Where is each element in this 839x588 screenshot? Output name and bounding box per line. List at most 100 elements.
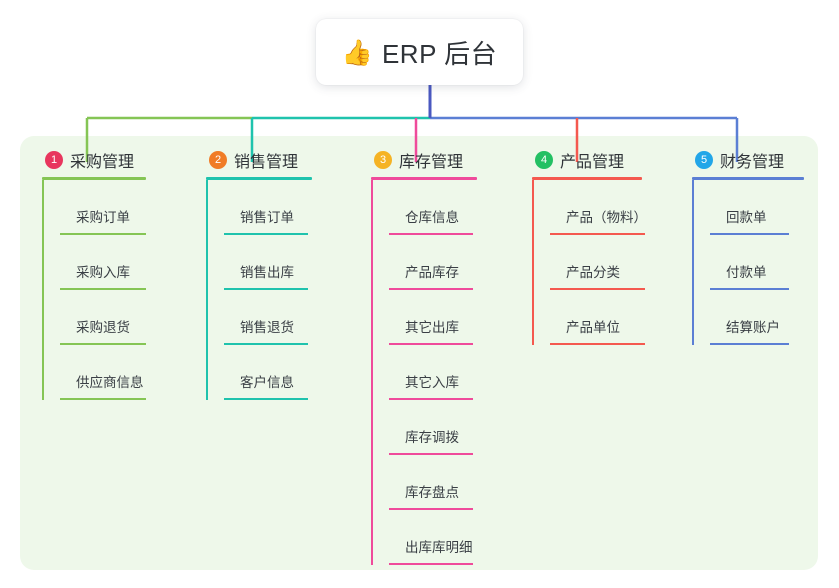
branch-item[interactable]: 销售退货 [224, 290, 312, 345]
branch-header-rule [42, 177, 146, 180]
branch-badge-2: 2 [209, 151, 227, 169]
branch-column-4: 4 产品管理产品（物料） 产品分类产品单位 [532, 148, 647, 345]
branch-item[interactable]: 产品库存 [389, 235, 477, 290]
branch-spine [532, 180, 534, 345]
branch-title: 财务管理 [720, 154, 785, 171]
branch-item-label: 销售出库 [240, 265, 294, 280]
branch-header-rule [532, 177, 642, 180]
branch-item[interactable]: 结算账户 [710, 290, 804, 345]
branch-item-label: 其它出库 [405, 320, 459, 335]
branch-badge-4: 4 [535, 151, 553, 169]
branch-item-label: 出库库明细 [405, 540, 473, 555]
branch-item[interactable]: 销售出库 [224, 235, 312, 290]
branch-column-5: 5 财务管理回款单付款单结算账户 [692, 148, 804, 345]
branch-header-rule [206, 177, 312, 180]
branch-item[interactable]: 销售订单 [224, 180, 312, 235]
branch-item-label: 付款单 [726, 265, 767, 280]
branch-item-rule [550, 288, 645, 290]
branch-item[interactable]: 其它入库 [389, 345, 477, 400]
branch-column-2: 2 销售管理销售订单销售出库销售退货客户信息 [206, 148, 312, 400]
branches-panel [20, 136, 818, 570]
thumbs-up-icon: 👍 [341, 38, 373, 67]
branch-item-label: 销售退货 [240, 320, 294, 335]
branch-items: 仓库信息产品库存其它出库其它入库库存调拨库存盘点出库库明细 [371, 180, 477, 565]
branch-item-label: 产品分类 [566, 265, 620, 280]
branch-items: 采购订单采购入库采购退货供应商信息 [42, 180, 146, 400]
branch-items: 销售订单销售出库销售退货客户信息 [206, 180, 312, 400]
branch-item-rule [224, 398, 308, 400]
branch-item-rule [710, 343, 789, 345]
branch-header-rule [371, 177, 477, 180]
branch-item[interactable]: 产品分类 [550, 235, 645, 290]
branch-badge-3: 3 [374, 151, 392, 169]
branch-spine [42, 180, 44, 400]
branch-header-rule [692, 177, 804, 180]
branch-item[interactable]: 回款单 [710, 180, 804, 235]
branch-item-label: 其它入库 [405, 375, 459, 390]
branch-header-5[interactable]: 5 财务管理 [692, 148, 804, 172]
branch-item-label: 库存盘点 [405, 485, 459, 500]
branch-item-label: 产品库存 [405, 265, 459, 280]
branch-item-label: 采购入库 [76, 265, 130, 280]
branch-item-rule [550, 233, 645, 235]
branch-item-label: 销售订单 [240, 210, 294, 225]
branch-item[interactable]: 产品单位 [550, 290, 645, 345]
branch-item-rule [389, 508, 473, 510]
branch-item[interactable]: 采购订单 [60, 180, 146, 235]
branch-item-rule [550, 343, 645, 345]
branch-item-label: 供应商信息 [76, 375, 144, 390]
branch-item[interactable]: 采购退货 [60, 290, 146, 345]
branch-title: 产品管理 [560, 154, 625, 171]
branch-item-label: 产品单位 [566, 320, 620, 335]
branch-item-rule [60, 233, 146, 235]
branch-header-1[interactable]: 1 采购管理 [42, 148, 146, 172]
branch-items: 回款单付款单结算账户 [692, 180, 804, 345]
branch-item-rule [389, 398, 473, 400]
branch-item-rule [389, 233, 473, 235]
branch-item[interactable]: 库存调拨 [389, 400, 477, 455]
branch-item-rule [60, 398, 146, 400]
branch-item-label: 采购退货 [76, 320, 130, 335]
root-node[interactable]: 👍 ERP 后台 [316, 19, 523, 85]
branch-spine [206, 180, 208, 400]
branch-header-4[interactable]: 4 产品管理 [532, 148, 642, 172]
branch-item-rule [224, 233, 308, 235]
branch-item[interactable]: 其它出库 [389, 290, 477, 345]
branch-item[interactable]: 采购入库 [60, 235, 146, 290]
branch-item-label: 仓库信息 [405, 210, 459, 225]
branch-item-label: 回款单 [726, 210, 767, 225]
branch-item-label: 客户信息 [240, 375, 294, 390]
branch-column-1: 1 采购管理采购订单采购入库采购退货供应商信息 [42, 148, 146, 400]
branch-item-rule [224, 343, 308, 345]
branch-item[interactable]: 供应商信息 [60, 345, 146, 400]
branch-item-rule [389, 453, 473, 455]
branch-item[interactable]: 付款单 [710, 235, 804, 290]
branch-item[interactable]: 客户信息 [224, 345, 312, 400]
branch-spine [692, 180, 694, 345]
branch-item-label: 结算账户 [726, 320, 780, 335]
branch-item[interactable]: 出库库明细 [389, 510, 477, 565]
branch-item-rule [389, 343, 473, 345]
branch-item[interactable]: 产品（物料） [550, 180, 647, 235]
branch-item-rule [710, 288, 789, 290]
branch-header-2[interactable]: 2 销售管理 [206, 148, 312, 172]
branch-badge-5: 5 [695, 151, 713, 169]
branch-title: 销售管理 [234, 154, 299, 171]
branch-item-rule [224, 288, 308, 290]
branch-badge-1: 1 [45, 151, 63, 169]
branch-item-rule [60, 288, 146, 290]
branch-title: 采购管理 [70, 154, 135, 171]
branch-item[interactable]: 仓库信息 [389, 180, 477, 235]
branch-item[interactable]: 库存盘点 [389, 455, 477, 510]
branch-item-label: 产品（物料） [566, 210, 647, 225]
branch-item-label: 采购订单 [76, 210, 130, 225]
branch-item-label: 库存调拨 [405, 430, 459, 445]
branch-item-rule [389, 288, 473, 290]
branch-item-rule [389, 563, 473, 565]
branch-item-rule [60, 343, 146, 345]
branch-spine [371, 180, 373, 565]
